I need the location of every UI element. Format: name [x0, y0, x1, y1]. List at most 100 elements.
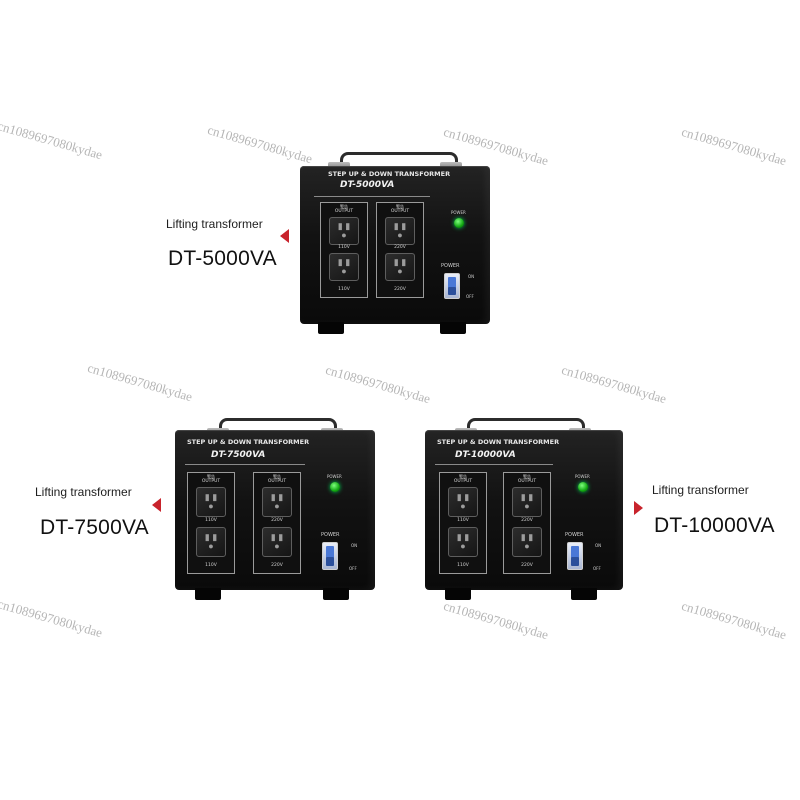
switch-on-label: ON	[351, 543, 358, 548]
panel-header: OUTPUT	[517, 479, 537, 484]
caption-model-7500: DT-7500VA	[40, 516, 149, 539]
switch-off-label: OFF	[349, 566, 357, 571]
voltage-label: 220V	[271, 563, 283, 568]
brand-line: STEP UP & DOWN TRANSFORMER	[328, 170, 451, 178]
power-lamp-icon	[330, 482, 340, 492]
cabinet: STEP UP & DOWN TRANSFORMER DT-7500VA 警告 …	[175, 430, 375, 590]
watermark: cn1089697080kydae	[679, 124, 789, 169]
output-panel-right: 警告 OUTPUT ▮ ▮● 220V ▮ ▮● 220V	[503, 472, 551, 574]
switch-off-label: OFF	[466, 294, 474, 299]
watermark: cn1089697080kydae	[0, 596, 105, 641]
panel-header: OUTPUT	[201, 479, 221, 484]
voltage-label: 220V	[521, 518, 533, 523]
carry-handle	[340, 152, 458, 169]
model-mark: DT-10000VA	[455, 450, 516, 460]
outlet: ▮ ▮●	[329, 253, 359, 281]
transformer-5000: STEP UP & DOWN TRANSFORMER DT-5000VA 警告 …	[300, 152, 490, 334]
output-panel-right: 警告 OUTPUT ▮ ▮● 220V ▮ ▮● 220V	[253, 472, 301, 574]
watermark: cn1089697080kydae	[85, 360, 195, 405]
watermark: cn1089697080kydae	[559, 362, 669, 407]
cabinet-foot	[445, 588, 471, 600]
power-switch[interactable]	[567, 542, 583, 570]
outlet: ▮ ▮●	[196, 487, 226, 517]
caption-subtitle-10000: Lifting transformer	[652, 483, 749, 497]
voltage-label: 110V	[457, 518, 469, 523]
voltage-label: 110V	[338, 245, 350, 250]
panel-warning: 警告	[396, 204, 404, 209]
cabinet: STEP UP & DOWN TRANSFORMER DT-10000VA 警告…	[425, 430, 623, 590]
outlet: ▮ ▮●	[329, 217, 359, 245]
caption-marker-10000	[634, 501, 643, 515]
carry-handle	[219, 418, 337, 435]
lamp-label: POWER	[451, 210, 466, 215]
watermark: cn1089697080kydae	[205, 122, 315, 167]
voltage-label: 110V	[205, 563, 217, 568]
output-panel-left: 警告 OUTPUT ▮ ▮● 110V ▮ ▮● 110V	[320, 202, 368, 298]
outlet: ▮ ▮●	[385, 253, 415, 281]
panel-header: OUTPUT	[390, 209, 410, 214]
caption-subtitle-7500: Lifting transformer	[35, 485, 132, 499]
caption-marker-7500	[152, 498, 161, 512]
lamp-label: POWER	[575, 474, 590, 479]
output-panel-left: 警告 OUTPUT ▮ ▮● 110V ▮ ▮● 110V	[187, 472, 235, 574]
outlet: ▮ ▮●	[448, 527, 478, 557]
cabinet-foot	[318, 322, 344, 334]
brand-divider	[314, 196, 430, 197]
output-panel-right: 警告 OUTPUT ▮ ▮● 220V ▮ ▮● 220V	[376, 202, 424, 298]
panel-header: OUTPUT	[453, 479, 473, 484]
voltage-label: 110V	[457, 563, 469, 568]
power-switch[interactable]	[322, 542, 338, 570]
power-lamp-icon	[578, 482, 588, 492]
voltage-label: 220V	[394, 245, 406, 250]
cabinet-foot	[195, 588, 221, 600]
panel-warning: 警告	[273, 474, 281, 479]
cabinet: STEP UP & DOWN TRANSFORMER DT-5000VA 警告 …	[300, 166, 490, 324]
cabinet-foot	[323, 588, 349, 600]
brand-divider	[435, 464, 553, 465]
outlet: ▮ ▮●	[262, 527, 292, 557]
outlet: ▮ ▮●	[512, 487, 542, 517]
switch-label: POWER	[441, 263, 460, 269]
panel-warning: 警告	[459, 474, 467, 479]
switch-label: POWER	[321, 532, 340, 538]
panel-header: OUTPUT	[267, 479, 287, 484]
switch-label: POWER	[565, 532, 584, 538]
cabinet-foot	[440, 322, 466, 334]
outlet: ▮ ▮●	[512, 527, 542, 557]
outlet: ▮ ▮●	[262, 487, 292, 517]
outlet: ▮ ▮●	[448, 487, 478, 517]
output-panel-left: 警告 OUTPUT ▮ ▮● 110V ▮ ▮● 110V	[439, 472, 487, 574]
switch-on-label: ON	[468, 274, 475, 279]
caption-model-5000: DT-5000VA	[168, 247, 277, 270]
caption-model-10000: DT-10000VA	[654, 514, 775, 537]
watermark: cn1089697080kydae	[441, 598, 551, 643]
model-mark: DT-5000VA	[340, 180, 395, 190]
brand-line: STEP UP & DOWN TRANSFORMER	[437, 438, 560, 446]
brand-line: STEP UP & DOWN TRANSFORMER	[187, 438, 310, 446]
brand-divider	[185, 464, 305, 465]
caption-marker-5000	[280, 229, 289, 243]
watermark: cn1089697080kydae	[679, 598, 789, 643]
voltage-label: 220V	[394, 287, 406, 292]
power-lamp-icon	[454, 218, 464, 228]
lamp-label: POWER	[327, 474, 342, 479]
switch-off-label: OFF	[593, 566, 601, 571]
voltage-label: 110V	[205, 518, 217, 523]
panel-warning: 警告	[207, 474, 215, 479]
voltage-label: 110V	[338, 287, 350, 292]
voltage-label: 220V	[521, 563, 533, 568]
transformer-10000: STEP UP & DOWN TRANSFORMER DT-10000VA 警告…	[425, 418, 623, 600]
watermark: cn1089697080kydae	[0, 118, 105, 163]
power-switch[interactable]	[444, 273, 460, 299]
outlet: ▮ ▮●	[196, 527, 226, 557]
panel-warning: 警告	[340, 204, 348, 209]
caption-subtitle-5000: Lifting transformer	[166, 217, 263, 231]
model-mark: DT-7500VA	[211, 450, 266, 460]
panel-warning: 警告	[523, 474, 531, 479]
carry-handle	[467, 418, 585, 435]
transformer-7500: STEP UP & DOWN TRANSFORMER DT-7500VA 警告 …	[175, 418, 375, 600]
cabinet-foot	[571, 588, 597, 600]
voltage-label: 220V	[271, 518, 283, 523]
watermark: cn1089697080kydae	[323, 362, 433, 407]
outlet: ▮ ▮●	[385, 217, 415, 245]
